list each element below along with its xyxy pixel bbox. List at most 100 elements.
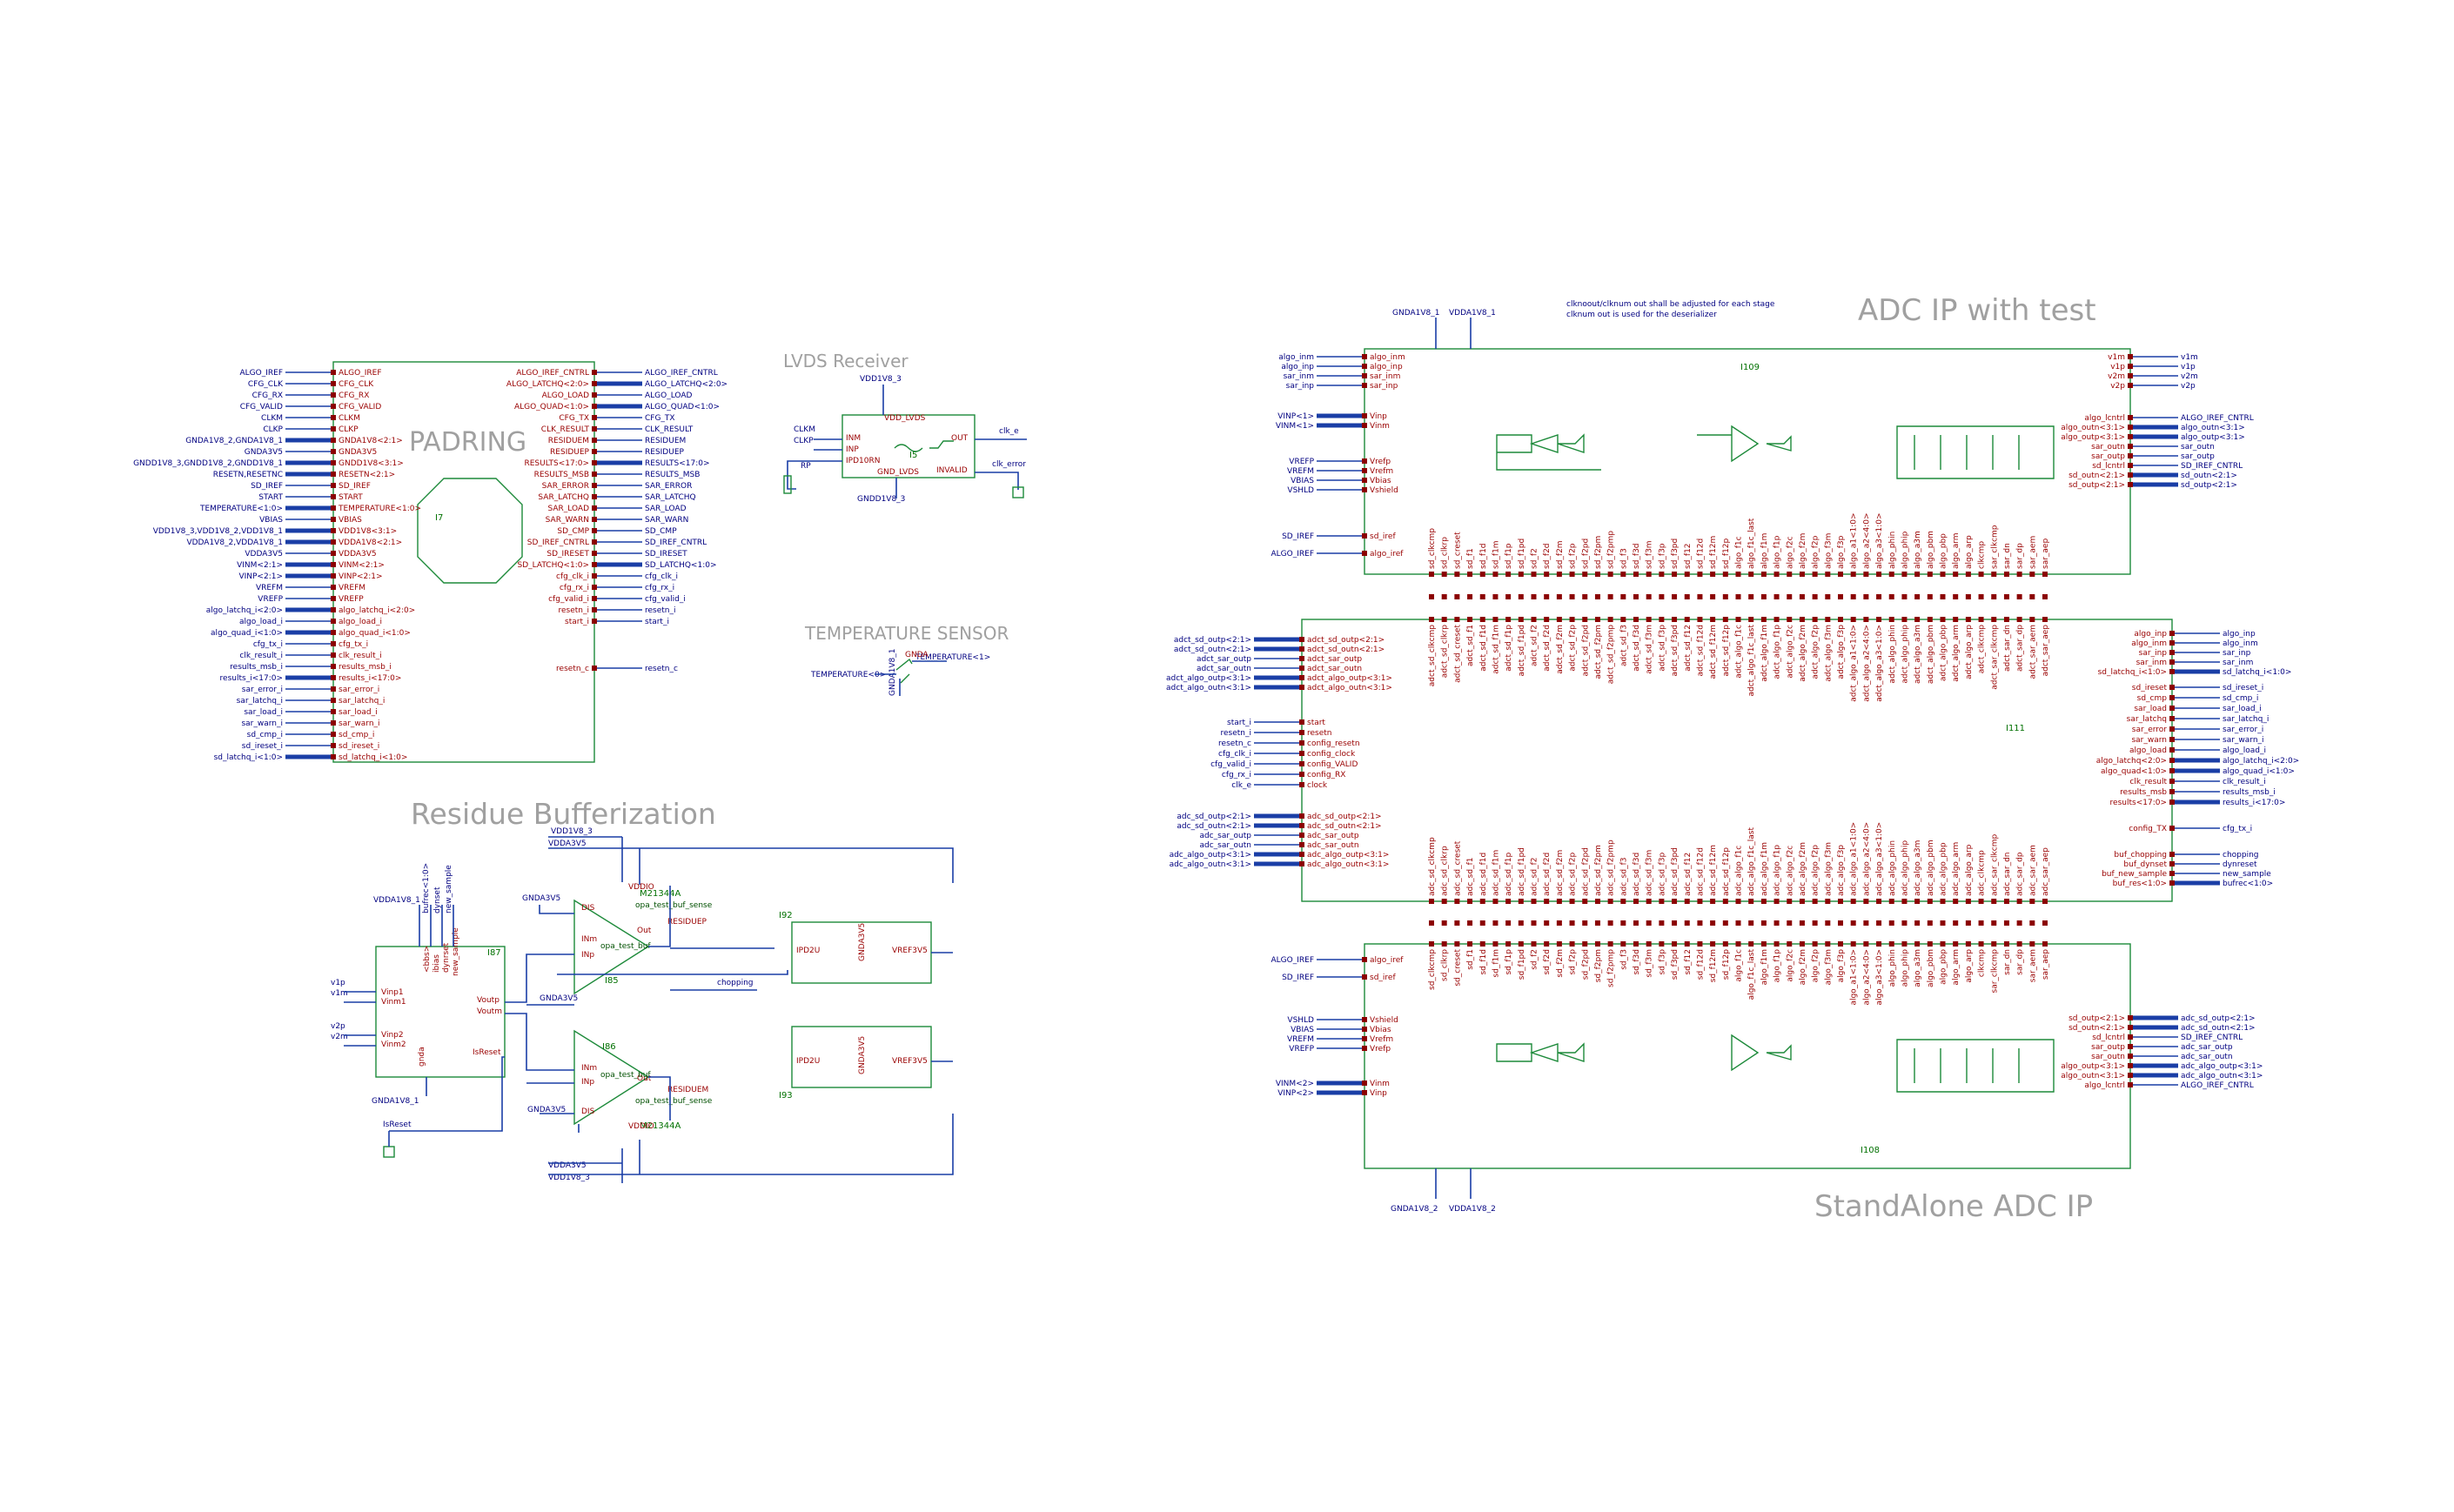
adc-top-bottom-pin: algo_f3m — [1824, 533, 1833, 569]
link-dot — [1914, 920, 1921, 926]
adc-bot-right-pin: algo_outn<3:1> — [2061, 1072, 2125, 1080]
adc-top-left-vref-pin-mark — [1362, 458, 1367, 464]
link-dot — [1429, 920, 1434, 926]
link-dot — [1646, 920, 1652, 926]
lvds-rp-net: RP — [801, 462, 811, 471]
adc-mid-left-ctrl-pin: resetn — [1307, 729, 1332, 738]
adc-bot-top-pin-mark — [2003, 941, 2009, 947]
adc-top-bottom-pin: algo_a2<4:0> — [1862, 512, 1871, 569]
padring-right-pin: SD_LATCHQ<1:0> — [518, 561, 590, 570]
adc-mid-top-pin: adct_sd_f2pmp — [1607, 625, 1616, 684]
adc-bot-left-iref-pin-mark — [1362, 974, 1367, 980]
adc-mid-top-pin-mark — [1953, 617, 1959, 622]
padring-left-pin: VINM<2:1> — [339, 561, 385, 570]
adc-top-bottom-pin-mark — [1838, 572, 1843, 577]
adc-bot-left-iref-net: ALGO_IREF — [1271, 956, 1315, 965]
adc-mid-left-adct-net: adct_algo_outp<3:1> — [1166, 674, 1251, 683]
adc-bot-top-pin-mark — [1467, 941, 1473, 947]
padring-right-pin: ALGO_LOAD — [542, 391, 590, 400]
adc-mid-left-adc-pin-mark — [1299, 852, 1304, 857]
adc-top-bottom-pin: sd_f1p — [1505, 543, 1513, 569]
adc-mid-right-in-pin-mark — [2169, 631, 2175, 636]
padring-right-pin: RESULTS<17:0> — [524, 459, 589, 468]
adc-mid-right-in-net: algo_inp — [2223, 630, 2256, 639]
adc-top-right-v-pin-mark — [2128, 354, 2133, 359]
adc-top-bottom-pin-mark — [1607, 572, 1613, 577]
link-dot — [1876, 594, 1882, 599]
adc-top-left-vref-net: VREFP — [1289, 458, 1314, 466]
adc-mid-bottom-pin-mark — [1556, 899, 1562, 904]
adc-bot-top-pin: algo_arp — [1965, 949, 1974, 983]
adc-mid-right-dig-pin-mark — [2169, 768, 2175, 773]
adc-bot-right-pin-mark — [2128, 1054, 2133, 1059]
padring-right-pin: SAR_ERROR — [542, 482, 589, 491]
adc-bot-top-pin-mark — [1659, 941, 1665, 947]
adc-mid-bottom-pin-mark — [1582, 899, 1588, 904]
adc-bot-top-pin: algo_f1p — [1773, 949, 1782, 983]
adc-bot-right-pin-mark — [2128, 1025, 2133, 1030]
adc-test-title: ADC IP with test — [1858, 293, 2096, 328]
adc-top-right-out-pin: algo_outn<3:1> — [2061, 424, 2125, 432]
adc-top-left-vin-net: VINM<1> — [1276, 422, 1314, 431]
adc-mid-top-pin: adct_algo_arp — [1965, 625, 1974, 679]
padring-right-pin: RESIDUEM — [548, 437, 589, 445]
adc-bot-top-pin: sd_f1pd — [1518, 949, 1526, 980]
lvds-instance: I5 — [909, 451, 917, 460]
adc-mid-right-dig-pin-mark — [2169, 737, 2175, 742]
link-dot — [1812, 920, 1818, 926]
padring-right-pin-mark — [592, 607, 597, 612]
adc-mid-top-pin-mark — [1876, 617, 1882, 622]
link-dot — [1748, 594, 1754, 599]
opamp-bottom[interactable]: DIS INm INp Out opa_test_buf M21344A opa… — [573, 1029, 713, 1131]
adc-top-bottom-pin-mark — [1799, 572, 1805, 577]
adc-bot-right-pin: sd_outn<2:1> — [2068, 1024, 2125, 1033]
ipd-block-top[interactable]: IPD2U VREF3V5 GNDA3V5 I92 — [779, 911, 932, 984]
link-dot — [1518, 920, 1524, 926]
temperature-sensor[interactable]: TEMPERATURE<0> TEMPERATURE<1> GNDA GNDA1… — [810, 649, 990, 696]
adc-mid-right-dig-pin-mark — [2169, 789, 2175, 794]
adc-mid-top-pin: adct_sd_f12 — [1684, 625, 1693, 672]
adc-top-bottom-pin: sd_f12 — [1684, 543, 1693, 569]
padring-right-resetnc-pin: resetn_c — [556, 665, 589, 673]
padring-right-pin-mark — [592, 426, 597, 432]
lvds-receiver[interactable]: VDD1V8_3 VDD_LVDS INM INP IPD10RN OUT IN… — [794, 375, 1026, 504]
adc-bot-left-vref-pin: Vrefm — [1370, 1035, 1393, 1044]
link-dot — [1953, 920, 1959, 926]
padring-left-pin: START — [339, 493, 363, 502]
adc-top-bottom-pin-mark — [1953, 572, 1959, 577]
adc-mid-right-dig-pin-mark — [2169, 706, 2175, 711]
padring-left-net: results_msb_i — [230, 663, 283, 672]
adc-bot-top-pin: algo_a3<1:0> — [1875, 949, 1884, 1006]
adc-top-left-iref-pin-mark — [1362, 551, 1367, 556]
ipd-block-bottom[interactable]: IPD2U VREF3V5 GNDA3V5 I93 — [779, 1026, 932, 1101]
padring-right-pin-mark — [592, 404, 597, 409]
adc-bot-left-vin-pin: Vinp — [1370, 1089, 1387, 1098]
adc-mid-bottom-pin: adc_sd_f12m — [1709, 845, 1718, 896]
adc-mid-left-ctrl-pin-mark — [1299, 761, 1304, 766]
buf-pin-newsample: new_sample — [452, 927, 460, 976]
opamp-top[interactable]: DIS INm INp Out opa_test_buf M21344A opa… — [573, 889, 713, 995]
adc-mid-bottom-pin-mark — [1454, 899, 1460, 904]
adc-mid-top-pin: adct_algo_f2p — [1812, 625, 1820, 679]
adc-mid-top-pin-mark — [1863, 617, 1869, 622]
opa2-instance: I86 — [602, 1042, 616, 1052]
adc-mid-left-adct-pin-mark — [1299, 656, 1304, 661]
adc-top-bottom-pin-mark — [1684, 572, 1690, 577]
adc-bot-top-pin: algo_f2p — [1812, 949, 1820, 983]
gnda1v8-net: GNDA1V8_1 — [372, 1097, 419, 1106]
adc-mid-bottom-pin-mark — [2042, 899, 2048, 904]
adc-mid-left-ctrl-pin-mark — [1299, 740, 1304, 746]
padring-left-pin: ALGO_IREF — [339, 369, 382, 378]
padring-left-net: CFG_VALID — [240, 403, 283, 411]
adc-bot-top-pin-mark — [1940, 941, 1946, 947]
adc-top-bottom-pin-mark — [1531, 572, 1537, 577]
adc-mid-bottom-pin: adc_sd_creset — [1453, 840, 1462, 896]
adc-mid-bottom-pin: adc_algo_f1c_last — [1747, 827, 1756, 896]
adc-mid-top-pin: adct_sd_clkcmp — [1428, 625, 1437, 686]
link-dot — [1582, 594, 1588, 599]
adc-top-bottom-pin: sd_f1 — [1466, 548, 1475, 569]
adc-top-bottom-pin: algo_a3<1:0> — [1875, 512, 1884, 569]
residue-buffer-block[interactable]: I87 Vinp1 Vinm1 Vinp2 Vinm2 Voutp Voutm … — [375, 927, 506, 1078]
padring-left-net: VINM<2:1> — [237, 561, 283, 570]
adc-bot-left-vref-pin: Vrefp — [1370, 1045, 1391, 1054]
